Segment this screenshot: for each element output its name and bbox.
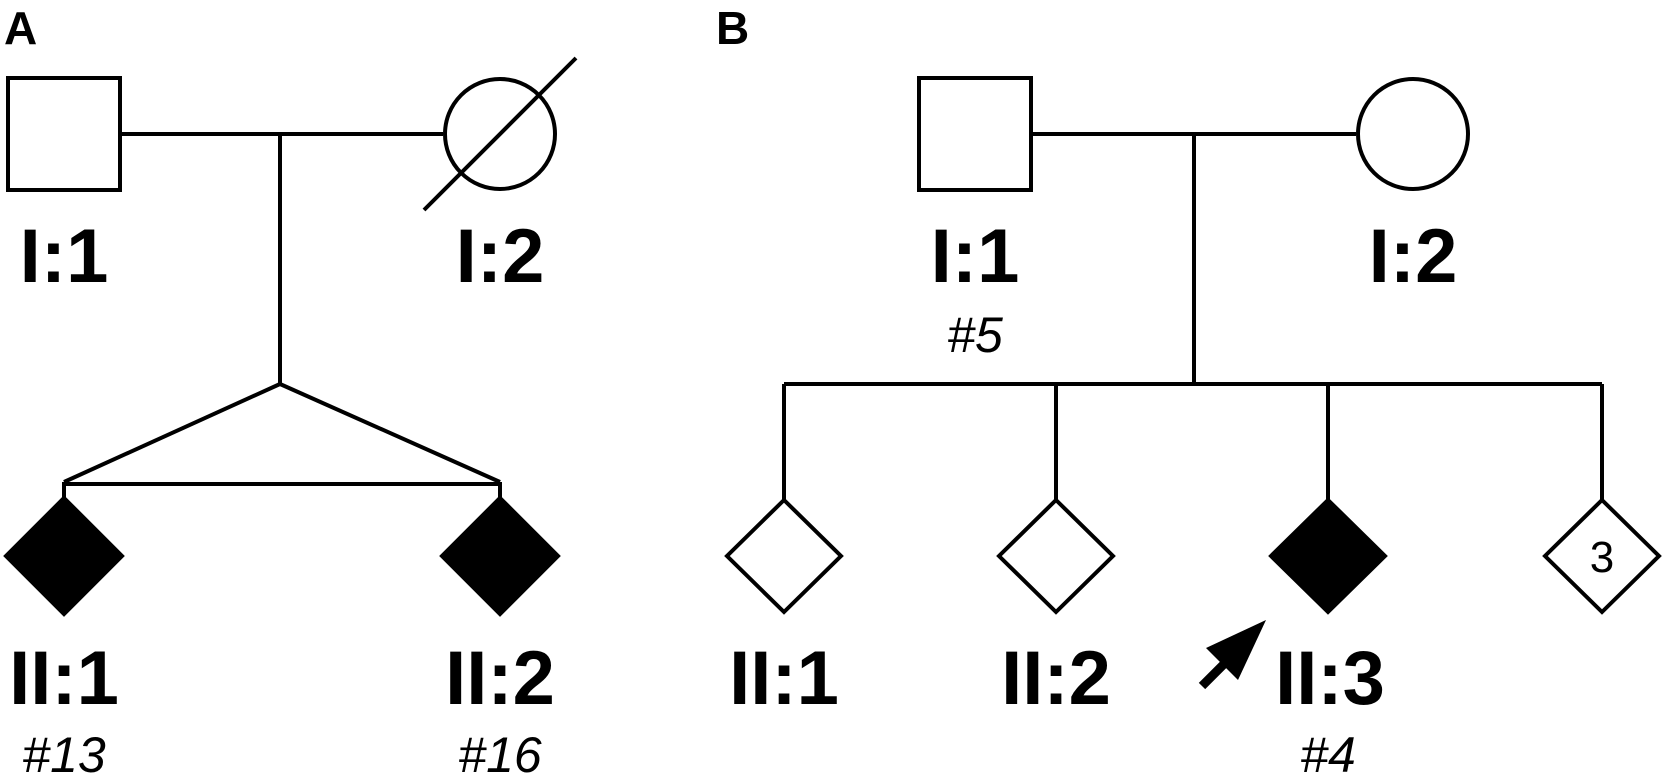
individual-id-a-i2: I:2 bbox=[456, 214, 545, 299]
panel-b-label: B bbox=[716, 2, 749, 54]
male-symbol-b-i1 bbox=[917, 76, 1033, 192]
female-symbol-b-i2 bbox=[1356, 77, 1470, 191]
individual-id-a-ii2: II:2 bbox=[445, 636, 555, 721]
individual-id-b-ii2: II:2 bbox=[1001, 636, 1111, 721]
multiple-individuals-symbol bbox=[1542, 497, 1662, 615]
individual-id-b-ii3: II:3 bbox=[1275, 636, 1385, 721]
individual-id-a-ii1: II:1 bbox=[9, 636, 119, 721]
twin-branch-right bbox=[279, 382, 501, 484]
affected-symbol-a-ii1 bbox=[3, 495, 125, 617]
deceased-slash-a-i2 bbox=[422, 56, 578, 212]
unaffected-symbol-b-ii1 bbox=[724, 497, 844, 615]
individual-id-a-i1: I:1 bbox=[20, 214, 109, 299]
sample-id-a-ii2: #16 bbox=[458, 727, 542, 781]
twin-branch-left bbox=[63, 382, 281, 484]
sample-id-b-ii3: #4 bbox=[1300, 727, 1356, 781]
affected-symbol-b-ii3 bbox=[1268, 497, 1388, 615]
sample-id-b-i1: #5 bbox=[947, 307, 1003, 363]
individual-id-b-ii1: II:1 bbox=[729, 636, 839, 721]
panel-a: A I:1 I:2 II:1 #13 II:2 #16 bbox=[3, 2, 578, 781]
affected-symbol-a-ii2 bbox=[439, 495, 561, 617]
proband-arrow-icon bbox=[1198, 620, 1266, 690]
panel-a-label: A bbox=[4, 2, 37, 54]
unaffected-symbol-b-ii2 bbox=[996, 497, 1116, 615]
individual-count: 3 bbox=[1590, 533, 1614, 582]
individual-id-b-i1: I:1 bbox=[931, 214, 1020, 299]
individual-id-b-i2: I:2 bbox=[1369, 214, 1458, 299]
panel-b: B I:1 #5 I:2 II:1 II:2 II:3 #4 3 bbox=[716, 2, 1662, 781]
male-symbol-a-i1 bbox=[6, 76, 122, 192]
sample-id-a-ii1: #13 bbox=[22, 727, 106, 781]
